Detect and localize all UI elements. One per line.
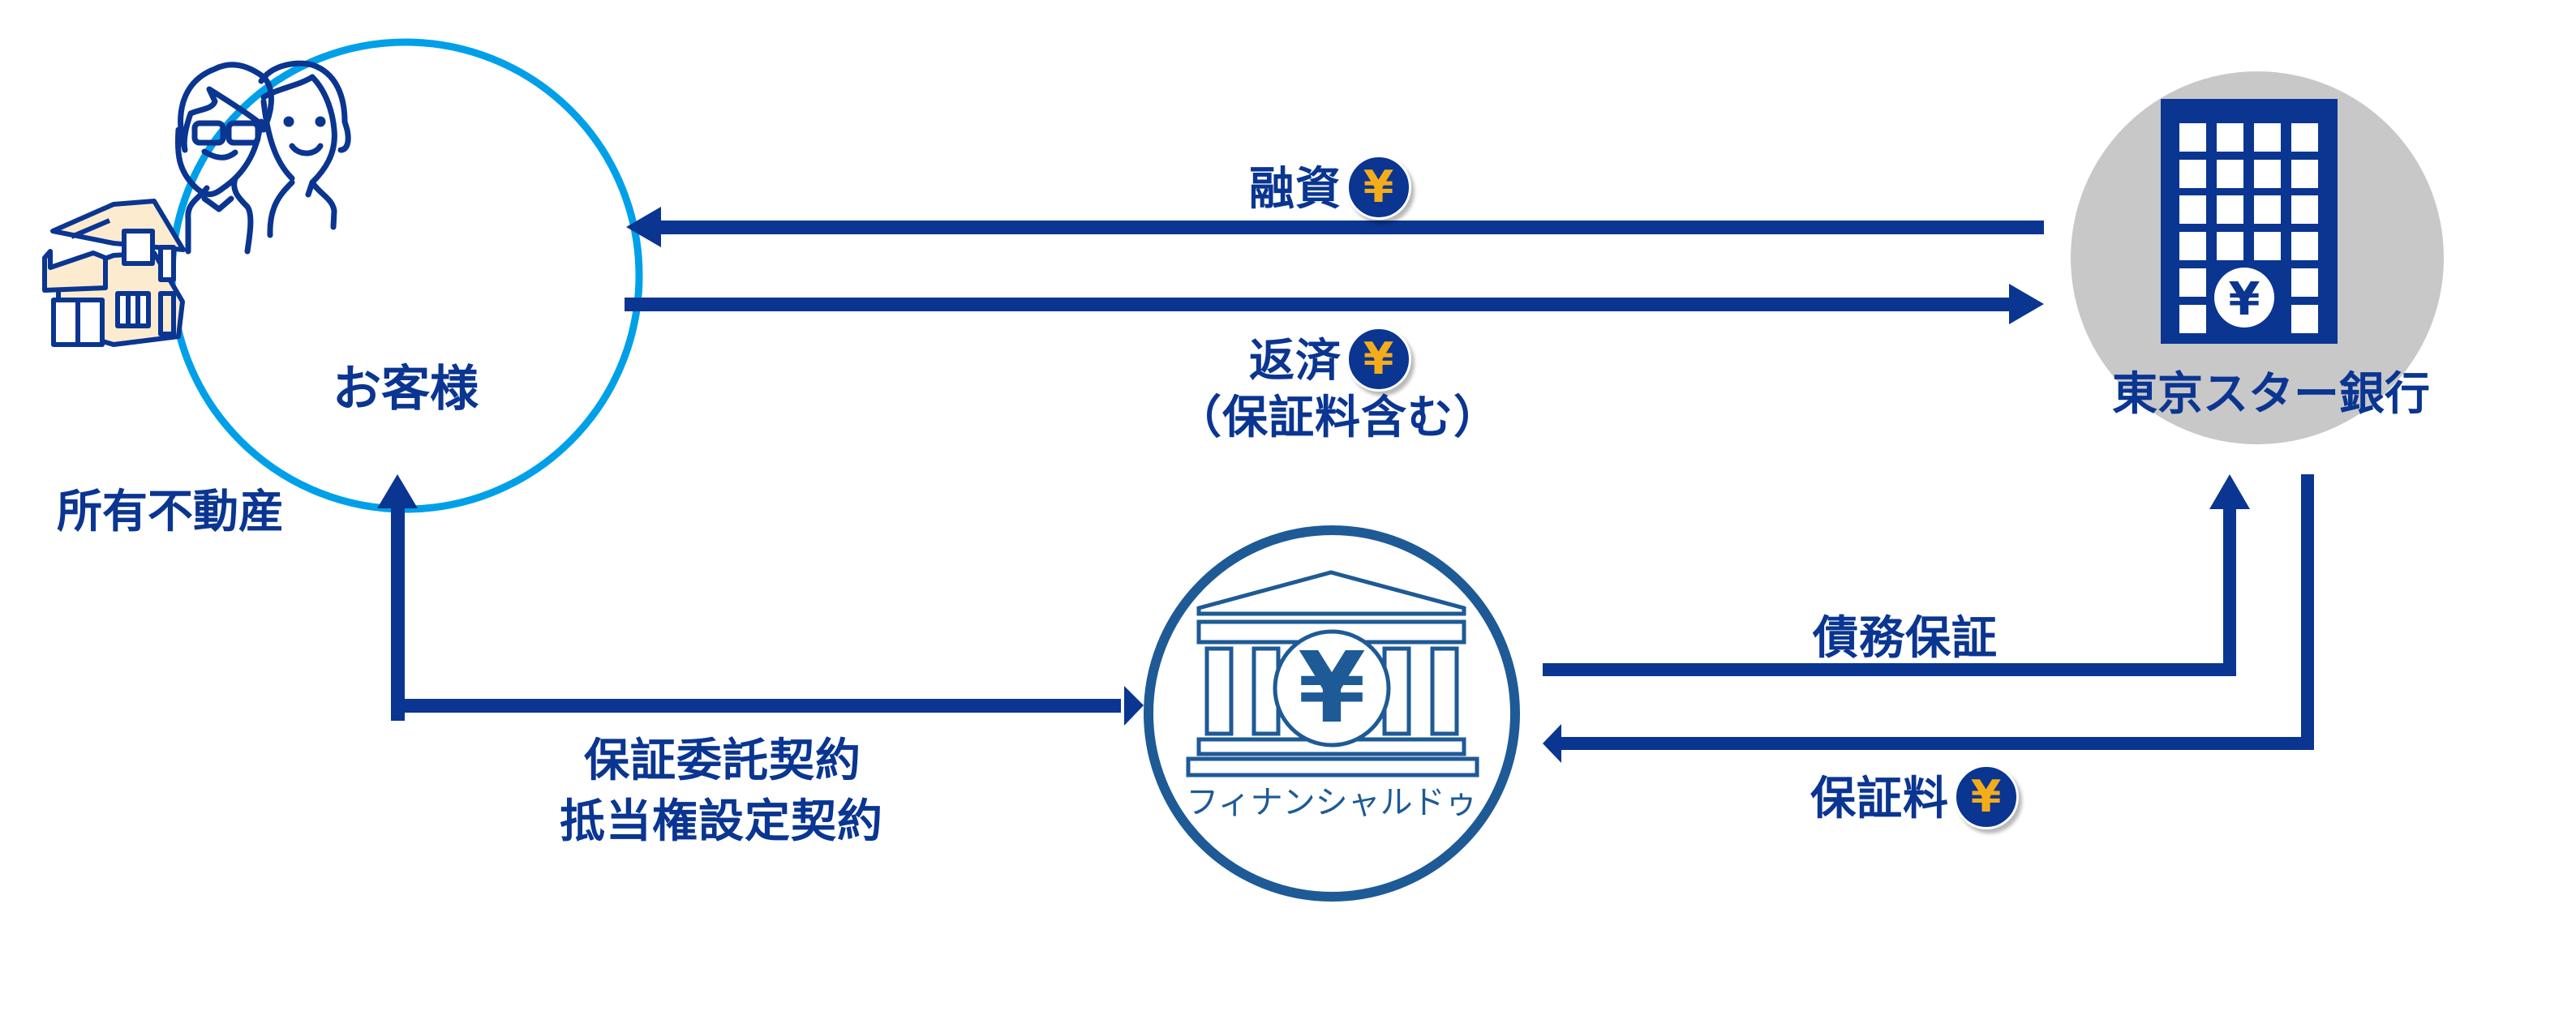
building-window [2217, 232, 2243, 260]
yen-coin-icon: ¥ [1346, 154, 1411, 220]
building-window [2217, 160, 2243, 188]
yen-coin-icon: ¥ [1954, 764, 2019, 829]
repayment-note: （保証料含む） [1176, 392, 1500, 444]
bank-temple-icon [1186, 570, 1479, 778]
bank-yen-symbol: ¥ [2229, 273, 2260, 326]
building-window [2291, 232, 2318, 260]
building-window [2179, 305, 2206, 333]
house-icon [42, 199, 186, 347]
building-window [2291, 195, 2318, 224]
loan-arrow [626, 207, 2044, 247]
building-window [2179, 160, 2206, 188]
building-window [2291, 160, 2318, 188]
building-window [2254, 195, 2281, 224]
yen-coin-icon: ¥ [1346, 326, 1411, 392]
repayment-label: 返済¥ [1249, 324, 1411, 396]
guarantor-label: フィナンシャルドゥ [1186, 784, 1477, 821]
loan-label-text: 融資 [1249, 163, 1342, 216]
building-window [2291, 123, 2318, 152]
people-couple-icon [174, 60, 351, 255]
contracts-arrow [377, 474, 1144, 726]
property-label: 所有不動産 [57, 486, 284, 538]
building-window [2179, 268, 2206, 297]
bank-building-icon: ¥ [2161, 99, 2338, 344]
contract-label-2: 抵当権設定契約 [560, 795, 883, 848]
guarantee-fee-label-text: 保証料 [1810, 773, 1949, 825]
debt-guarantee-arrow [1543, 474, 2250, 676]
bank-label: 東京スター銀行 [2112, 368, 2430, 421]
building-window [2291, 268, 2318, 297]
building-window [2217, 195, 2243, 224]
guarantee-fee-arrow [1543, 474, 2314, 763]
building-window [2254, 160, 2281, 188]
building-window [2179, 232, 2206, 260]
customer-label: お客様 [333, 361, 479, 418]
building-window [2291, 305, 2318, 333]
repayment-arrow [625, 284, 2044, 324]
contract-label-1: 保証委託契約 [584, 735, 861, 787]
building-window [2217, 123, 2243, 152]
repayment-label-text: 返済 [1249, 335, 1342, 388]
building-window [2179, 195, 2206, 224]
building-window [2254, 123, 2281, 152]
loan-label: 融資¥ [1249, 152, 1411, 225]
building-window [2254, 232, 2281, 260]
guarantor-yen-symbol: ¥ [1298, 632, 1366, 745]
guarantee-fee-label: 保証料¥ [1810, 762, 2019, 834]
arrows [377, 207, 2314, 763]
building-window [2179, 123, 2206, 152]
debt-guarantee-label: 債務保証 [1813, 612, 1998, 665]
